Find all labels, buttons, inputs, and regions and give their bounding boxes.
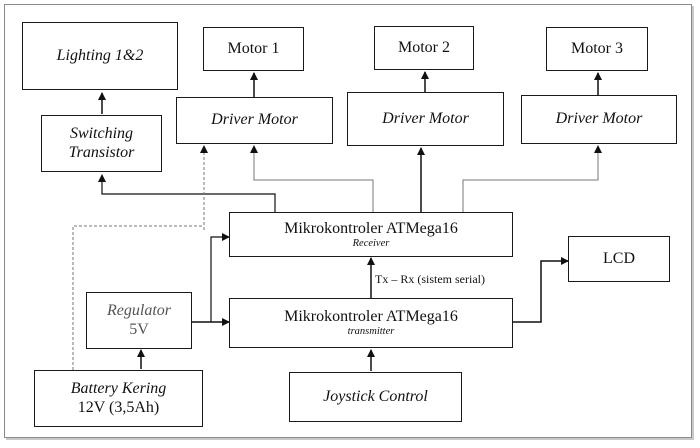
arrow-transmitter-to-lcd (512, 257, 569, 323)
battery-block: Battery Kering 12V (3,5Ah) (34, 370, 203, 427)
regulator-block: Regulator 5V (86, 292, 192, 349)
motor1-label: Motor 1 (227, 39, 280, 57)
mcu-transmitter-block: Mikrokontroler ATMega16 transmitter (229, 298, 513, 348)
motor2-block: Motor 2 (374, 26, 474, 70)
regulator-label-line2: 5V (129, 320, 149, 338)
wire-regulator-to-receiver (210, 233, 230, 322)
lighting-label: Lighting 1&2 (56, 46, 144, 64)
joystick-control-block: Joystick Control (289, 372, 462, 422)
motor3-block: Motor 3 (546, 27, 648, 71)
switching-label-line2: Transistor (68, 143, 135, 161)
serial-link-label: Tx – Rx (sistem serial) (375, 272, 485, 286)
mcu-transmitter-sublabel: transmitter (347, 326, 395, 338)
driver-motor2-block: Driver Motor (347, 92, 504, 146)
mcu-receiver-label: Mikrokontroler ATMega16 (284, 219, 458, 237)
lcd-label: LCD (603, 249, 635, 267)
mcu-receiver-block: Mikrokontroler ATMega16 Receiver (229, 212, 513, 257)
lighting-block: Lighting 1&2 (22, 22, 178, 90)
wire-battery-to-lighting-dashed (72, 225, 204, 370)
switching-transistor-block: Switching Transistor (41, 115, 162, 172)
driver1-label: Driver Motor (211, 111, 298, 129)
battery-label-line2: 12V (3,5Ah) (77, 398, 160, 416)
switching-label-line1: Switching (69, 125, 134, 143)
driver-motor3-block: Driver Motor (521, 95, 677, 144)
diagram-frame (4, 4, 692, 438)
mcu-transmitter-label: Mikrokontroler ATMega16 (284, 308, 458, 326)
regulator-label-line1: Regulator (107, 302, 171, 320)
wire-receiver-to-switching (98, 174, 276, 212)
motor1-block: Motor 1 (203, 27, 304, 71)
mcu-receiver-sublabel: Receiver (352, 237, 390, 249)
lcd-block: LCD (568, 236, 670, 282)
joystick-label: Joystick Control (323, 387, 428, 405)
battery-label-line1: Battery Kering (70, 380, 167, 398)
driver2-label: Driver Motor (382, 109, 469, 127)
motor2-label: Motor 2 (398, 38, 450, 56)
driver-motor1-block: Driver Motor (176, 97, 333, 144)
wire-receiver-to-driver1 (250, 145, 374, 212)
wire-receiver-to-driver3 (462, 145, 602, 212)
driver3-label: Driver Motor (555, 110, 643, 128)
motor3-label: Motor 3 (571, 39, 623, 57)
